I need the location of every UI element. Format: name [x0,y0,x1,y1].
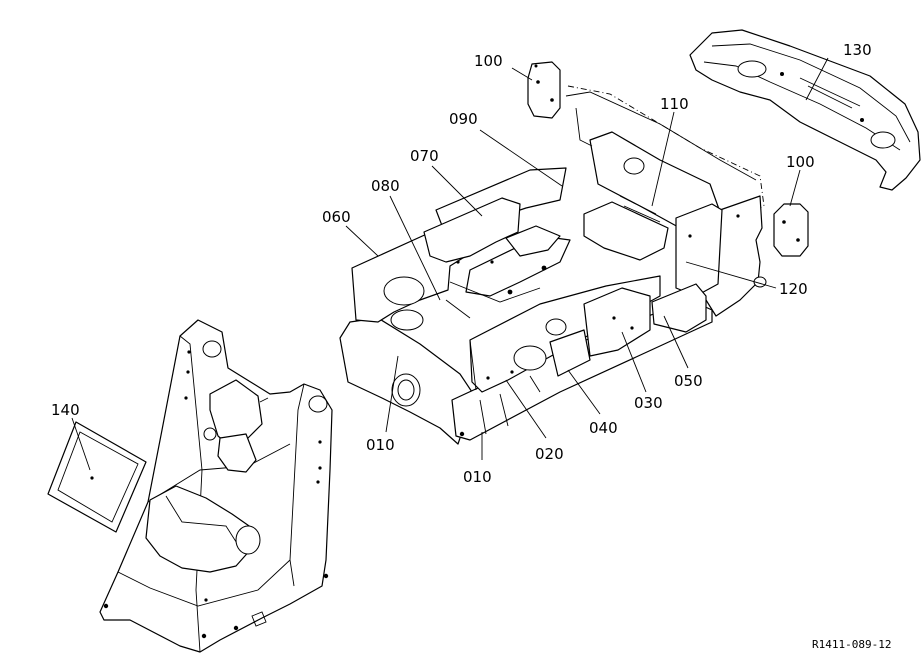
callout-020: 020 [535,445,564,463]
reference-code: R1411-089-12 [812,638,891,651]
callout-120: 120 [779,280,808,298]
callout-140: 140 [51,401,80,419]
plate-140 [47,421,147,533]
callout-130: 130 [843,41,872,59]
callout-030: 030 [634,394,663,412]
counterweight-130 [689,29,921,191]
plate-100-top [527,61,561,119]
plate-100-right [773,203,809,257]
callout-100-top: 100 [474,52,503,70]
callout-040: 040 [589,419,618,437]
leader-lines [71,57,829,471]
callout-100-right: 100 [786,153,815,171]
callout-010-left: 010 [366,436,395,454]
callout-labels: 100 090 070 080 060 110 100 130 120 050 … [51,41,891,651]
main-frame-assembly [339,64,767,445]
callout-080: 080 [371,177,400,195]
callout-050: 050 [674,372,703,390]
callout-060: 060 [322,208,351,226]
callout-010-bottom: 010 [463,468,492,486]
lift-frame [99,319,333,653]
callout-070: 070 [410,147,439,165]
callout-090: 090 [449,110,478,128]
callout-110: 110 [660,95,689,113]
